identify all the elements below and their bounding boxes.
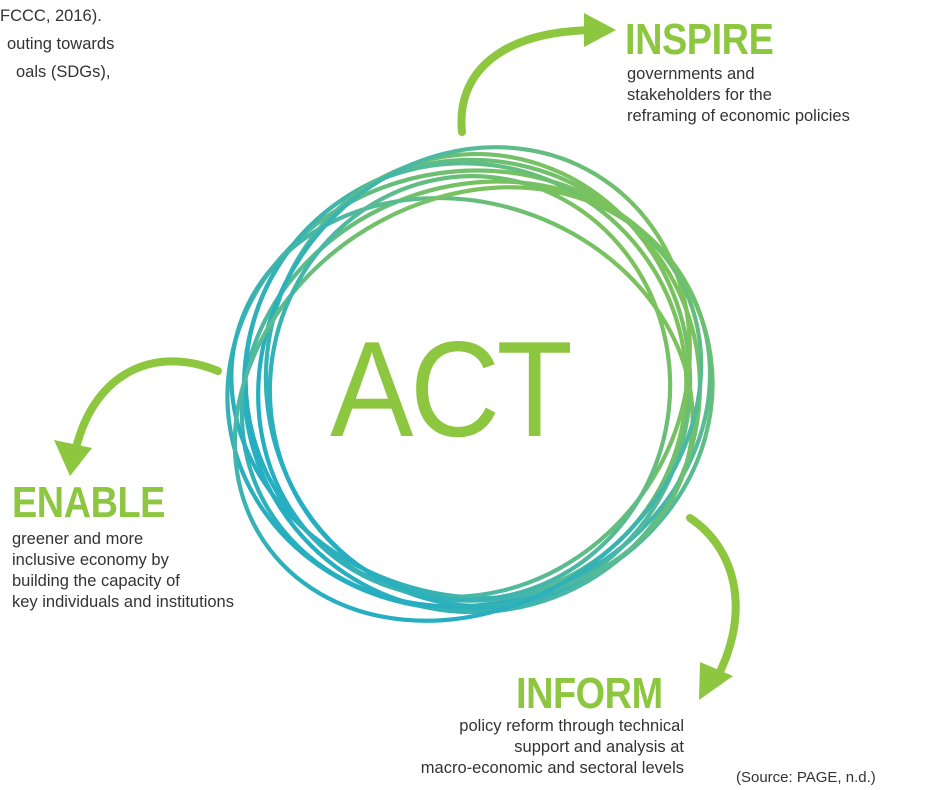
ring-loop-6 [229, 195, 695, 601]
background-text-line-1: FCCC, 2016). [0, 7, 102, 25]
scribble-ring [225, 145, 715, 623]
arrow-to-inspire [457, 26, 602, 136]
inform-line-1: policy reform through technical [459, 717, 684, 735]
inform-heading: INFORM [516, 669, 663, 718]
enable-line-2: inclusive economy by [12, 551, 169, 569]
background-text: FCCC, 2016). outing towards oals (SDGs), [0, 2, 240, 86]
inform-line-3: macro-economic and sectoral levels [420, 759, 684, 777]
inform-line-2: support and analysis at [514, 738, 684, 756]
inform-description: policy reform through technical support … [421, 716, 684, 779]
inspire-line-3: reframing of economic policies [627, 107, 850, 125]
arrow-to-enable [72, 357, 222, 452]
act-center-label: ACT [330, 313, 573, 465]
ring-loop-9 [267, 174, 673, 602]
enable-line-1: greener and more [12, 530, 144, 548]
cycle-arrows [72, 26, 740, 682]
arrowhead-enable [54, 440, 92, 476]
background-text-line-2: outing towards [7, 35, 115, 53]
background-text-line-3: oals (SDGs), [16, 63, 111, 81]
ring-loop-8 [232, 185, 704, 623]
inspire-line-1: governments and [627, 65, 755, 83]
source-note: (Source: PAGE, n.d.) [736, 769, 876, 786]
arrowheads [54, 13, 733, 700]
enable-heading: ENABLE [12, 478, 165, 527]
enable-line-4: key individuals and institutions [12, 593, 234, 611]
inspire-heading: INSPIRE [625, 15, 774, 64]
enable-description: greener and more inclusive economy by bu… [12, 529, 234, 613]
arrowhead-inspire [584, 13, 616, 47]
enable-line-3: building the capacity of [12, 572, 180, 590]
inspire-description: governments and stakeholders for the ref… [627, 64, 850, 127]
arrowhead-inform [699, 662, 733, 700]
arrow-to-inform [686, 514, 740, 682]
inspire-line-2: stakeholders for the [627, 86, 772, 104]
